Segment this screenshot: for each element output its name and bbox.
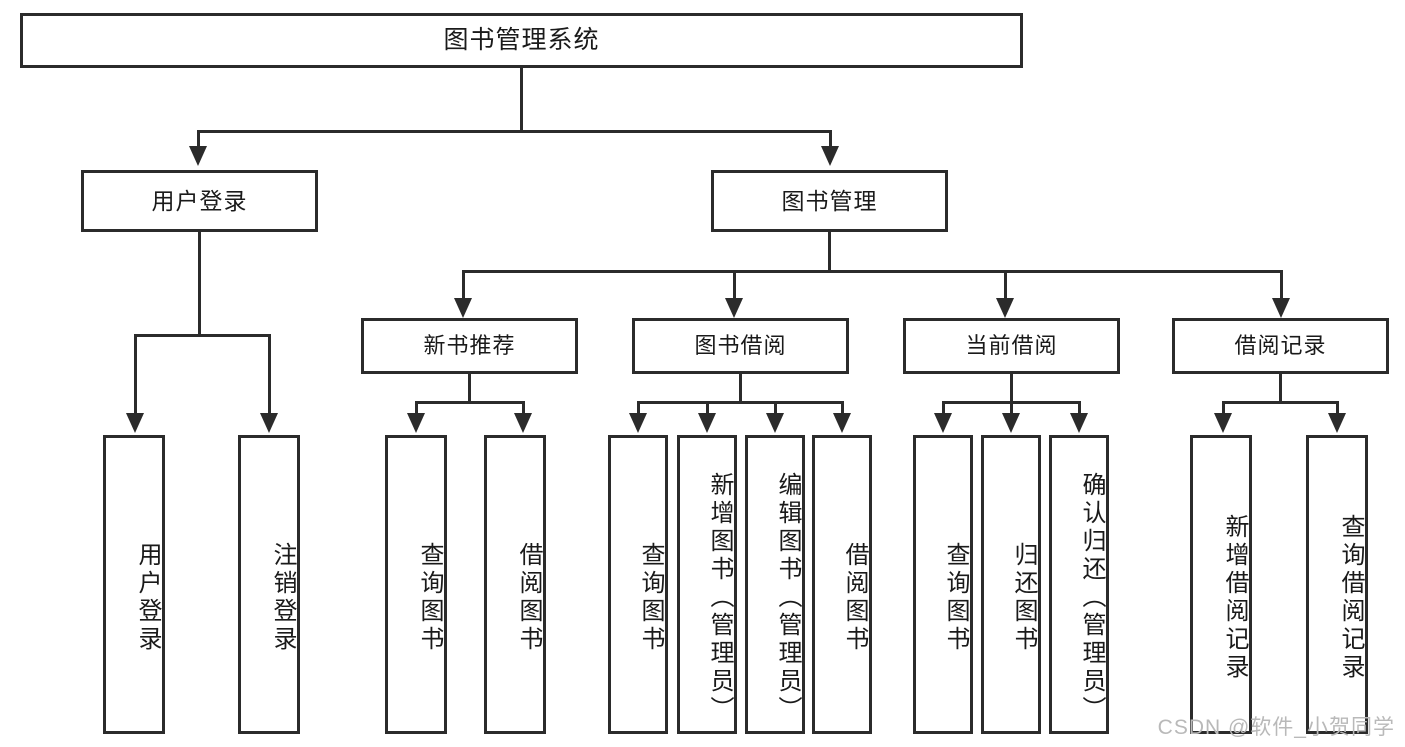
node-borrow-record[interactable]: 借阅记录 [1172, 318, 1389, 374]
arrow-to-book-borrow [725, 298, 743, 318]
node-label: 确认归还（管理员） [1078, 471, 1105, 724]
edge-drop-book-manage [829, 130, 832, 148]
edge-drop-bb-4 [841, 401, 844, 415]
node-label: 查询图书 [942, 541, 969, 654]
node-label: 借阅图书 [841, 541, 868, 654]
node-root-system[interactable]: 图书管理系统 [20, 13, 1023, 68]
arrow-to-cb-2 [1002, 413, 1020, 433]
edge-borrow-record-bus [1222, 401, 1338, 404]
arrow-to-book-manage [821, 146, 839, 166]
node-label: 当前借阅 [965, 332, 1058, 358]
edge-drop-bb-2 [706, 401, 709, 415]
edge-book-manage-stem [828, 232, 831, 272]
arrow-to-nb-1 [407, 413, 425, 433]
edge-drop-new-book [462, 270, 465, 300]
node-label: 查询借阅记录 [1337, 513, 1364, 682]
edge-drop-bb-3 [774, 401, 777, 415]
arrow-to-bb-4 [833, 413, 851, 433]
leaf-bb-edit-book-admin[interactable]: 编辑图书（管理员） [745, 435, 805, 734]
leaf-cb-query-book[interactable]: 查询图书 [913, 435, 973, 734]
edge-drop-leaf-user-login [134, 334, 137, 415]
arrow-to-bb-1 [629, 413, 647, 433]
leaf-bb-add-book-admin[interactable]: 新增图书（管理员） [677, 435, 737, 734]
node-label: 注销登录 [269, 541, 296, 654]
edge-user-login-stem [198, 232, 201, 336]
arrow-to-bb-3 [766, 413, 784, 433]
arrow-to-cb-1 [934, 413, 952, 433]
node-label: 新增借阅记录 [1221, 513, 1248, 682]
arrow-to-br-1 [1214, 413, 1232, 433]
edge-drop-cb-2 [1010, 401, 1013, 415]
leaf-nb-query-book[interactable]: 查询图书 [385, 435, 447, 734]
node-current-borrow[interactable]: 当前借阅 [903, 318, 1120, 374]
node-label: 图书借阅 [694, 332, 787, 358]
node-label: 图书管理 [781, 187, 878, 214]
edge-drop-bb-1 [637, 401, 640, 415]
edge-drop-user-login [197, 130, 200, 148]
node-label: 归还图书 [1010, 541, 1037, 654]
arrow-to-nb-2 [514, 413, 532, 433]
edge-book-manage-bus [462, 270, 1283, 273]
arrow-to-cb-3 [1070, 413, 1088, 433]
edge-user-login-bus [134, 334, 271, 337]
edge-root-stem [520, 68, 523, 132]
edge-drop-br-2 [1336, 401, 1339, 415]
edge-book-borrow-bus [637, 401, 844, 404]
node-user-login[interactable]: 用户登录 [81, 170, 318, 232]
edge-drop-book-borrow [733, 270, 736, 300]
edge-drop-cb-3 [1078, 401, 1081, 415]
leaf-cb-return-book[interactable]: 归还图书 [981, 435, 1041, 734]
edge-drop-current-borrow [1004, 270, 1007, 300]
leaf-bb-borrow-book[interactable]: 借阅图书 [812, 435, 872, 734]
node-label: 新增图书（管理员） [706, 471, 733, 724]
edge-drop-nb-1 [415, 401, 418, 415]
node-book-manage[interactable]: 图书管理 [711, 170, 948, 232]
arrow-to-leaf-logout [260, 413, 278, 433]
node-label: 查询图书 [416, 541, 443, 654]
leaf-nb-borrow-book[interactable]: 借阅图书 [484, 435, 546, 734]
arrow-to-current-borrow [996, 298, 1014, 318]
node-label: 用户登录 [134, 541, 161, 654]
edge-drop-cb-1 [942, 401, 945, 415]
arrow-to-leaf-user-login [126, 413, 144, 433]
edge-new-book-bus [415, 401, 525, 404]
edge-drop-leaf-logout [268, 334, 271, 415]
node-label: 借阅图书 [515, 541, 542, 654]
arrow-to-user-login [189, 146, 207, 166]
leaf-user-login[interactable]: 用户登录 [103, 435, 165, 734]
arrow-to-new-book [454, 298, 472, 318]
node-book-borrow[interactable]: 图书借阅 [632, 318, 849, 374]
edge-drop-nb-2 [522, 401, 525, 415]
node-label: 用户登录 [151, 187, 248, 214]
edge-book-borrow-stem [739, 374, 742, 403]
leaf-br-add-record[interactable]: 新增借阅记录 [1190, 435, 1252, 734]
edge-new-book-stem [468, 374, 471, 403]
arrow-to-bb-2 [698, 413, 716, 433]
leaf-logout[interactable]: 注销登录 [238, 435, 300, 734]
leaf-br-query-record[interactable]: 查询借阅记录 [1306, 435, 1368, 734]
edge-borrow-record-stem [1279, 374, 1282, 403]
arrow-to-br-2 [1328, 413, 1346, 433]
node-label: 图书管理系统 [443, 26, 600, 55]
node-label: 查询图书 [637, 541, 664, 654]
edge-current-borrow-stem [1010, 374, 1013, 403]
arrow-to-borrow-record [1272, 298, 1290, 318]
leaf-cb-confirm-return-admin[interactable]: 确认归还（管理员） [1049, 435, 1109, 734]
node-label: 编辑图书（管理员） [774, 471, 801, 724]
node-label: 借阅记录 [1234, 332, 1327, 358]
node-label: 新书推荐 [423, 332, 516, 358]
edge-drop-br-1 [1222, 401, 1225, 415]
leaf-bb-query-book[interactable]: 查询图书 [608, 435, 668, 734]
edge-drop-borrow-record [1280, 270, 1283, 300]
edge-root-bus [197, 130, 831, 133]
node-new-book-recommend[interactable]: 新书推荐 [361, 318, 578, 374]
